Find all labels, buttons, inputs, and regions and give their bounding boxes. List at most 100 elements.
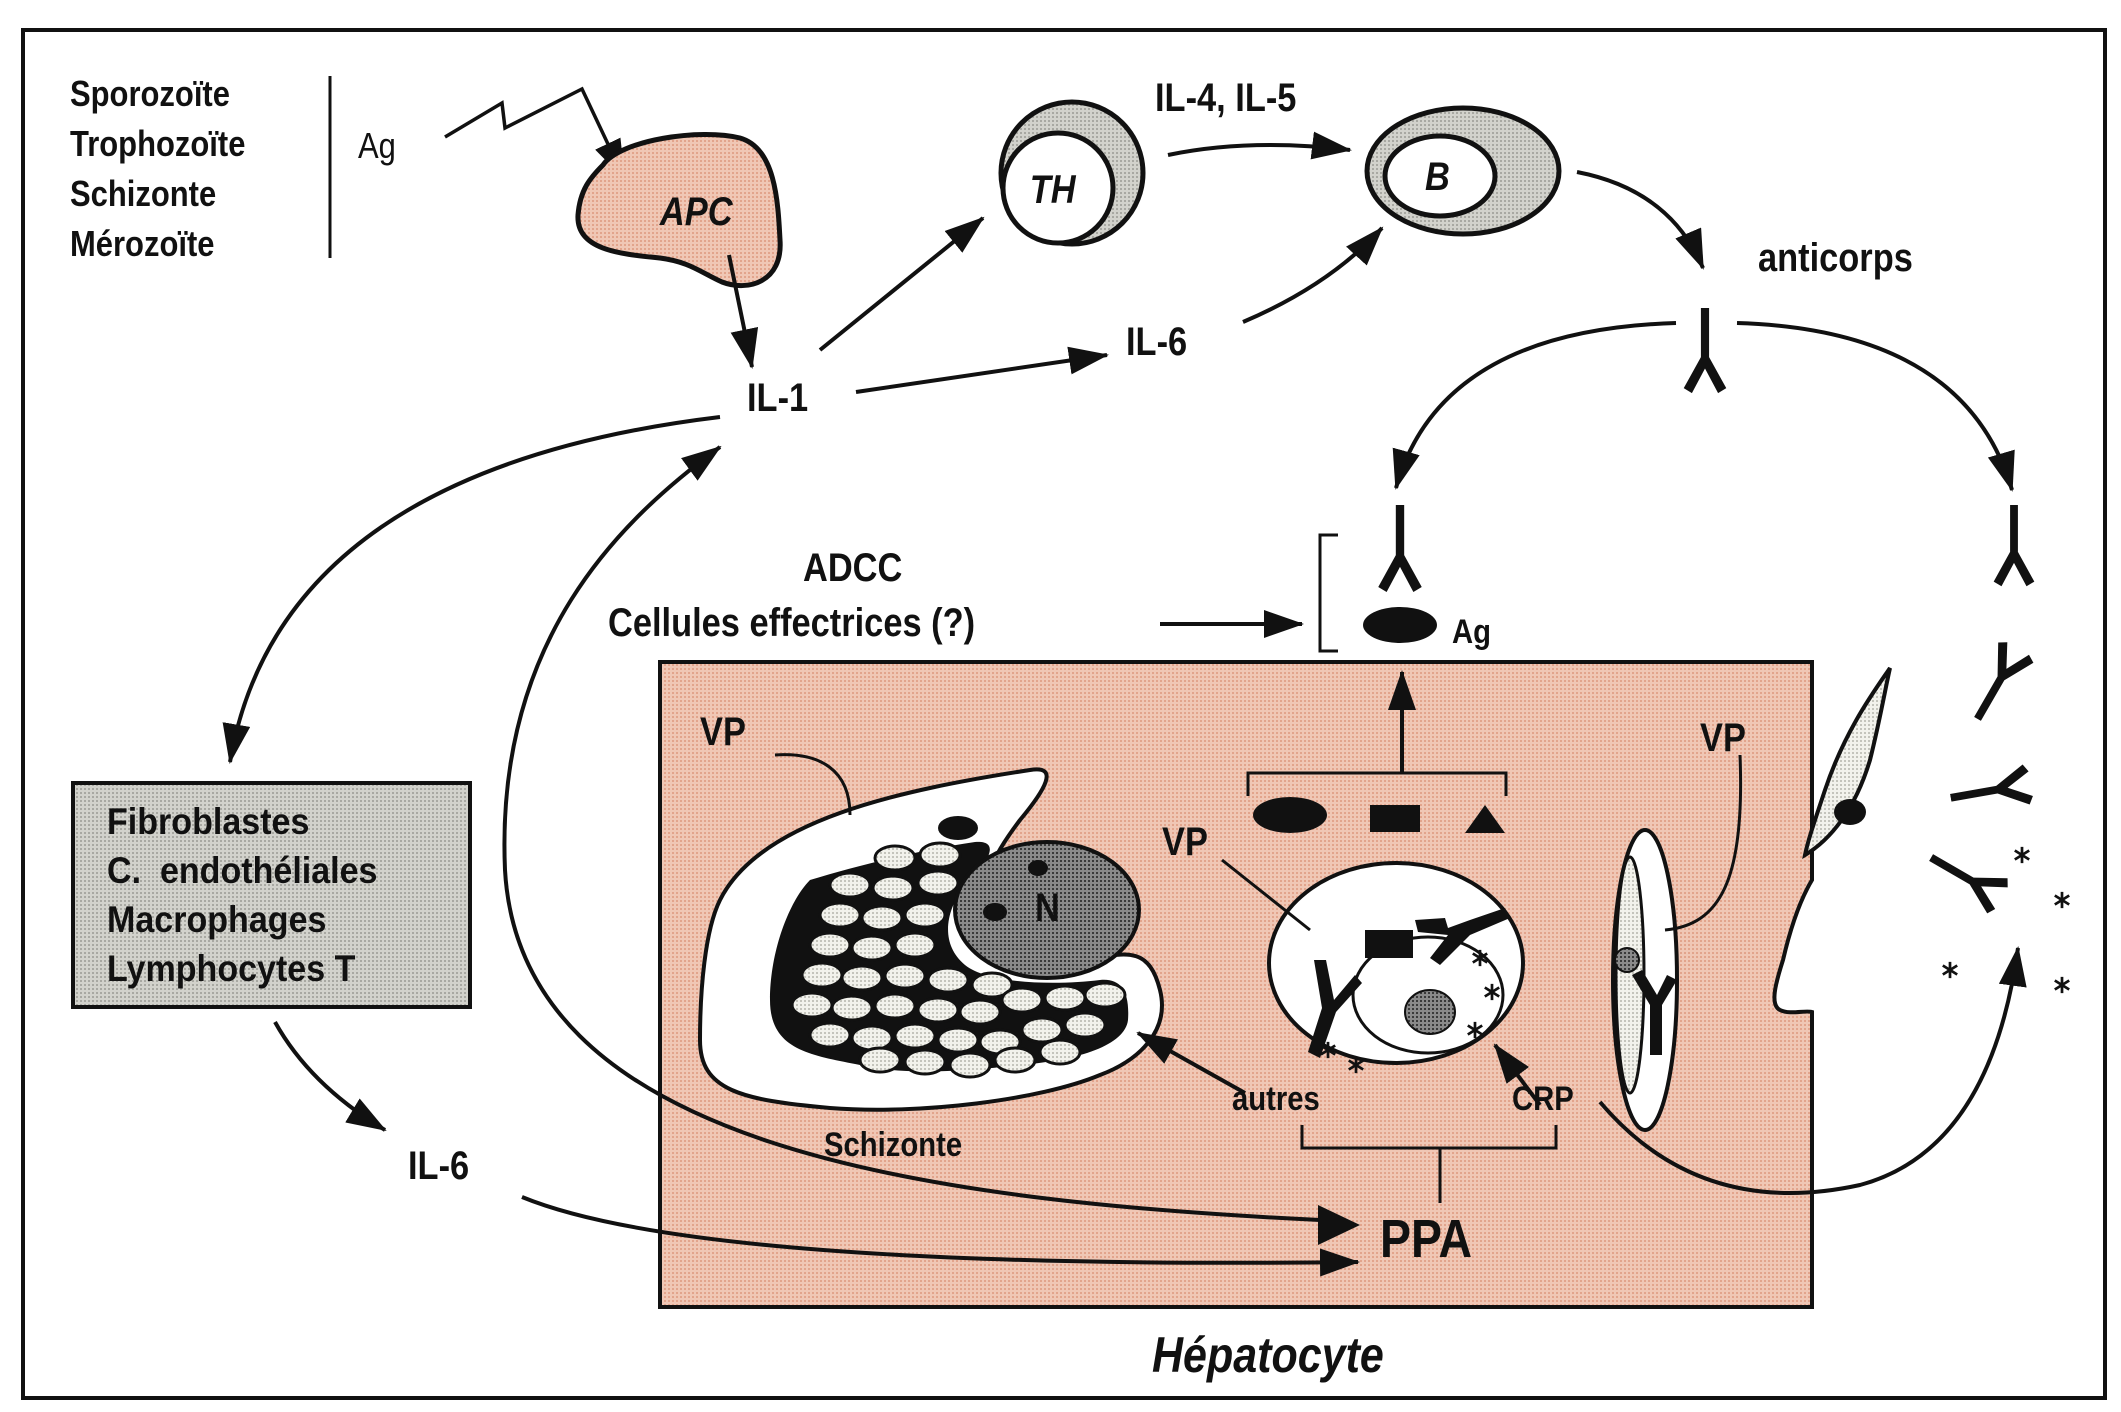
merozoite	[790, 991, 834, 1019]
vp-label-schizont: VP	[700, 710, 746, 754]
merozoite	[1000, 986, 1044, 1014]
vp-leader-line	[1221, 858, 1311, 932]
schizont-dark-spot	[938, 816, 978, 840]
crp-star-icon	[2053, 976, 2071, 994]
merozoite	[916, 996, 960, 1024]
merozoite	[883, 962, 927, 990]
arrow-b-antibody	[1576, 170, 1705, 270]
antigen-triangle	[1465, 805, 1505, 833]
figure-frame	[21, 28, 2107, 1400]
antigen-ellipse	[1363, 607, 1437, 643]
nucleus-label: N	[1035, 886, 1060, 930]
merozoite	[893, 1022, 937, 1050]
free-crp-stars	[1941, 846, 2071, 994]
stage-merozoite: Mérozoïte	[70, 223, 215, 264]
antigen-rectangle	[1370, 805, 1420, 832]
merozoite	[1038, 1038, 1082, 1066]
merozoite	[1083, 981, 1127, 1009]
ppa-label: PPA	[1380, 1209, 1473, 1269]
merozoite	[850, 934, 894, 962]
antibody-icon	[1683, 308, 1727, 394]
producer-lymphocytes: Lymphocytes T	[107, 948, 356, 989]
adcc-label: ADCC	[803, 546, 903, 590]
hepatocyte-nucleus	[953, 840, 1141, 980]
vacuole-granule	[1614, 947, 1640, 973]
arrow-apc-il1	[727, 254, 759, 369]
il6-bottom-label: IL-6	[408, 1144, 470, 1188]
arrow-antibody-right	[1736, 321, 2015, 492]
antigen-bracket	[1318, 533, 1338, 653]
target-antigen-label: Ag	[1452, 613, 1491, 651]
il1-label: IL-1	[747, 376, 809, 420]
antibody-icon	[1993, 505, 2035, 587]
vp-leader-line	[774, 753, 852, 816]
antigen-label: Ag	[358, 125, 396, 166]
b-cell-inner	[1382, 133, 1498, 219]
merozoite	[918, 841, 962, 869]
arrow-autres-schizont	[1136, 1031, 1246, 1095]
merozoite	[860, 904, 904, 932]
arrow-crp-vesicle	[1493, 1043, 1542, 1107]
vp-label-vesicle: VP	[1162, 820, 1208, 864]
merozoite	[840, 964, 884, 992]
merozoite	[926, 966, 970, 994]
merozoite	[818, 901, 862, 929]
merozoite	[808, 931, 852, 959]
merozoite	[903, 1048, 947, 1076]
arrow-antibody-left	[1392, 321, 1677, 490]
b-label: B	[1425, 155, 1450, 199]
apc-cell	[575, 131, 783, 288]
nucleolus	[1028, 860, 1048, 876]
merozoite	[858, 1046, 902, 1074]
vp-leader-line	[1664, 754, 1743, 932]
antigen-zigzag-arrow	[444, 86, 626, 180]
anticorps-label: anticorps	[1758, 236, 1913, 280]
antibody-icon	[1920, 839, 2012, 916]
merozoites	[790, 841, 1127, 1079]
merozoite	[871, 874, 915, 902]
arrow-ppa-il1	[502, 445, 1321, 1222]
producer-cells-box	[71, 781, 472, 1009]
producer-fibroblastes: Fibroblastes	[107, 801, 310, 842]
arrow-il1-th	[818, 216, 985, 352]
merozoite	[828, 871, 872, 899]
effector-cells-label: Cellules effectrices (?)	[608, 601, 976, 645]
arrow-producers-il6	[273, 1021, 387, 1132]
antigen-release-bracket	[1246, 771, 1508, 796]
merozoite	[1043, 984, 1087, 1012]
merozoite	[993, 1046, 1037, 1074]
apc-label: APC	[659, 190, 733, 234]
th-cell-inner	[1000, 130, 1116, 246]
antibody-icon	[1378, 505, 1422, 592]
merozoite	[948, 1051, 992, 1079]
crp-label: CRP	[1512, 1080, 1574, 1118]
merozoite	[1020, 1016, 1064, 1044]
merozoite	[808, 1021, 852, 1049]
merozoite-nucleus	[1834, 799, 1866, 825]
merozoite	[873, 844, 917, 872]
vesicle-antigen-rect	[1365, 930, 1413, 958]
arrow-th-b	[1167, 131, 1352, 160]
vp-label-elongated: VP	[1700, 716, 1746, 760]
crp-granule	[1404, 989, 1456, 1035]
merozoite	[903, 901, 947, 929]
vesicle-antibody-right	[1415, 908, 1510, 965]
merozoite	[830, 994, 874, 1022]
crp-star-icon	[2013, 846, 2031, 864]
il6-top-label: IL-6	[1126, 320, 1188, 364]
hepatocyte-label: Hépatocyte	[1152, 1327, 1384, 1383]
antigen-ellipse-small	[1253, 797, 1327, 833]
vesicle-antibody-left	[1308, 960, 1362, 1058]
il4-il5-label: IL-4, IL-5	[1155, 76, 1297, 120]
arrow-crp-out	[1598, 946, 2027, 1195]
merozoite	[893, 931, 937, 959]
producer-macrophages: Macrophages	[107, 899, 327, 940]
merozoite	[970, 971, 1014, 999]
th-label: TH	[1029, 168, 1076, 212]
merozoite	[1063, 1011, 1107, 1039]
crp-star-icon	[1941, 961, 1959, 979]
nucleolus	[983, 903, 1007, 921]
arrow-il6-b	[1242, 226, 1384, 324]
